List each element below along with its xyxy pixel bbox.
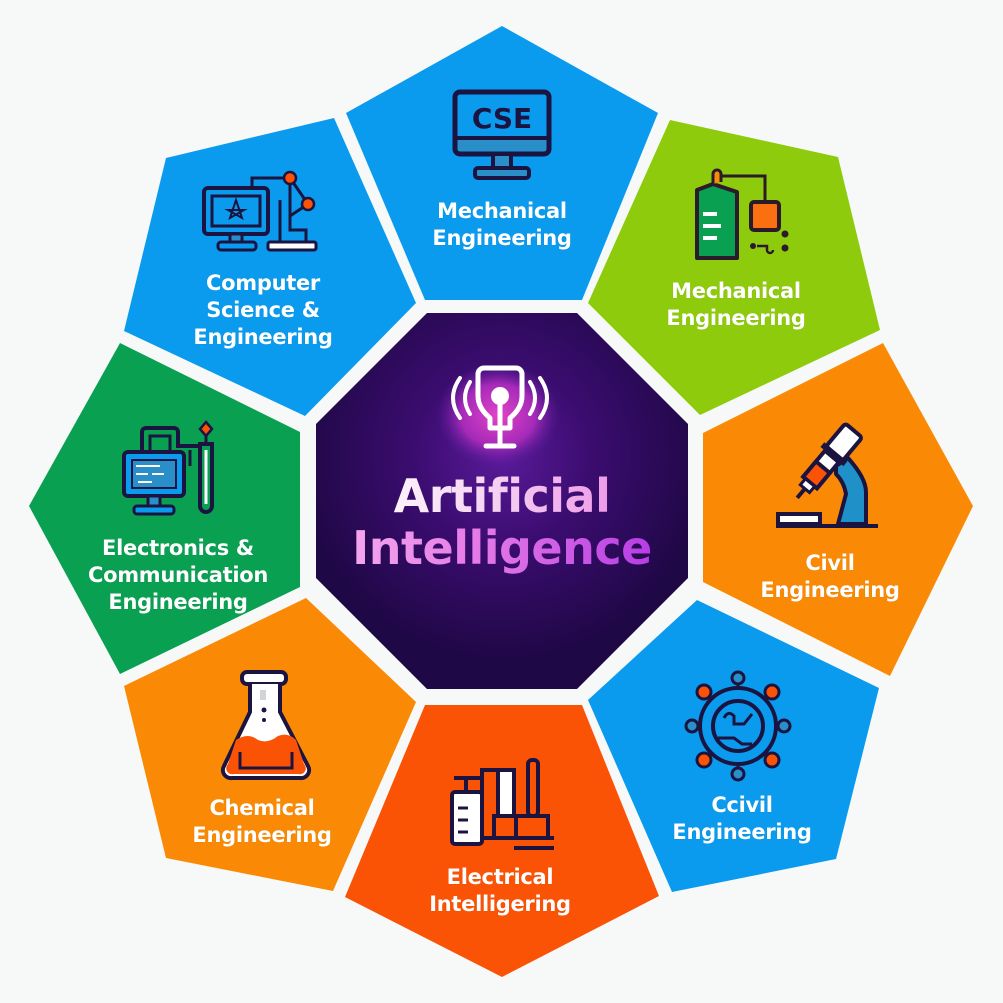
segment-top-right-line2: Engineering (666, 306, 806, 330)
cse-icon-text: CSE (472, 102, 532, 135)
cse-monitor-icon: CSE (452, 89, 552, 180)
network-globe-icon (684, 670, 792, 782)
segment-left-label: Electronics & Communication Engineering (88, 535, 268, 616)
segment-top-left-line1: Computer (206, 271, 320, 295)
segment-bottom-label: Electrical Intelligering (429, 864, 571, 918)
segment-bottom-left-line1: Chemical (209, 796, 315, 820)
flask-icon (220, 670, 312, 781)
center-title-line2: Intelligence (352, 521, 652, 575)
segment-bottom-left-line2: Engineering (192, 823, 332, 847)
ai-lightbulb-broadcast-icon (451, 365, 549, 449)
segment-right-line2: Engineering (760, 578, 900, 602)
center-title: Artificial Intelligence (352, 470, 652, 574)
segment-bottom-right-line1: Ccivil (711, 793, 773, 817)
segment-bottom-left-label: Chemical Engineering (192, 795, 332, 849)
segment-top-line1: Mechanical (437, 199, 567, 223)
segment-bottom-line1: Electrical (446, 865, 554, 889)
center-octagon (316, 313, 688, 689)
segment-top-label: Mechanical Engineering (432, 198, 572, 252)
segment-top-left-label: Computer Science & Engineering (193, 270, 333, 351)
segment-bottom-right-line2: Engineering (672, 820, 812, 844)
segment-left-line3: Engineering (108, 590, 248, 614)
machine-tank-icon (695, 168, 789, 260)
segment-top-left-line2: Science & (206, 298, 320, 322)
segment-top-left-shape (124, 118, 416, 416)
segment-top-left-line3: Engineering (193, 325, 333, 349)
segment-bottom-shape (345, 705, 659, 977)
computer-robot-arm-icon (202, 170, 318, 252)
center-title-line1: Artificial (352, 470, 652, 522)
microscope-icon (776, 422, 878, 528)
segment-top-right-shape (588, 120, 880, 415)
segment-right-shape (703, 343, 973, 676)
lab-apparatus-icon (450, 758, 554, 850)
segment-right-label: Civil Engineering (760, 550, 900, 604)
segment-bottom-right-label: Ccivil Engineering (672, 792, 812, 846)
computer-test-tube-icon (122, 420, 214, 516)
segment-bottom-right-shape (588, 600, 879, 892)
segment-left-line1: Electronics & (102, 536, 254, 560)
segment-top-line2: Engineering (432, 226, 572, 250)
segment-right-line1: Civil (805, 551, 855, 575)
segment-top-right-line1: Mechanical (671, 279, 801, 303)
segment-left-line2: Communication (87, 563, 269, 587)
segment-bottom-line2: Intelligering (429, 892, 571, 916)
segment-top-right-label: Mechanical Engineering (666, 278, 806, 332)
